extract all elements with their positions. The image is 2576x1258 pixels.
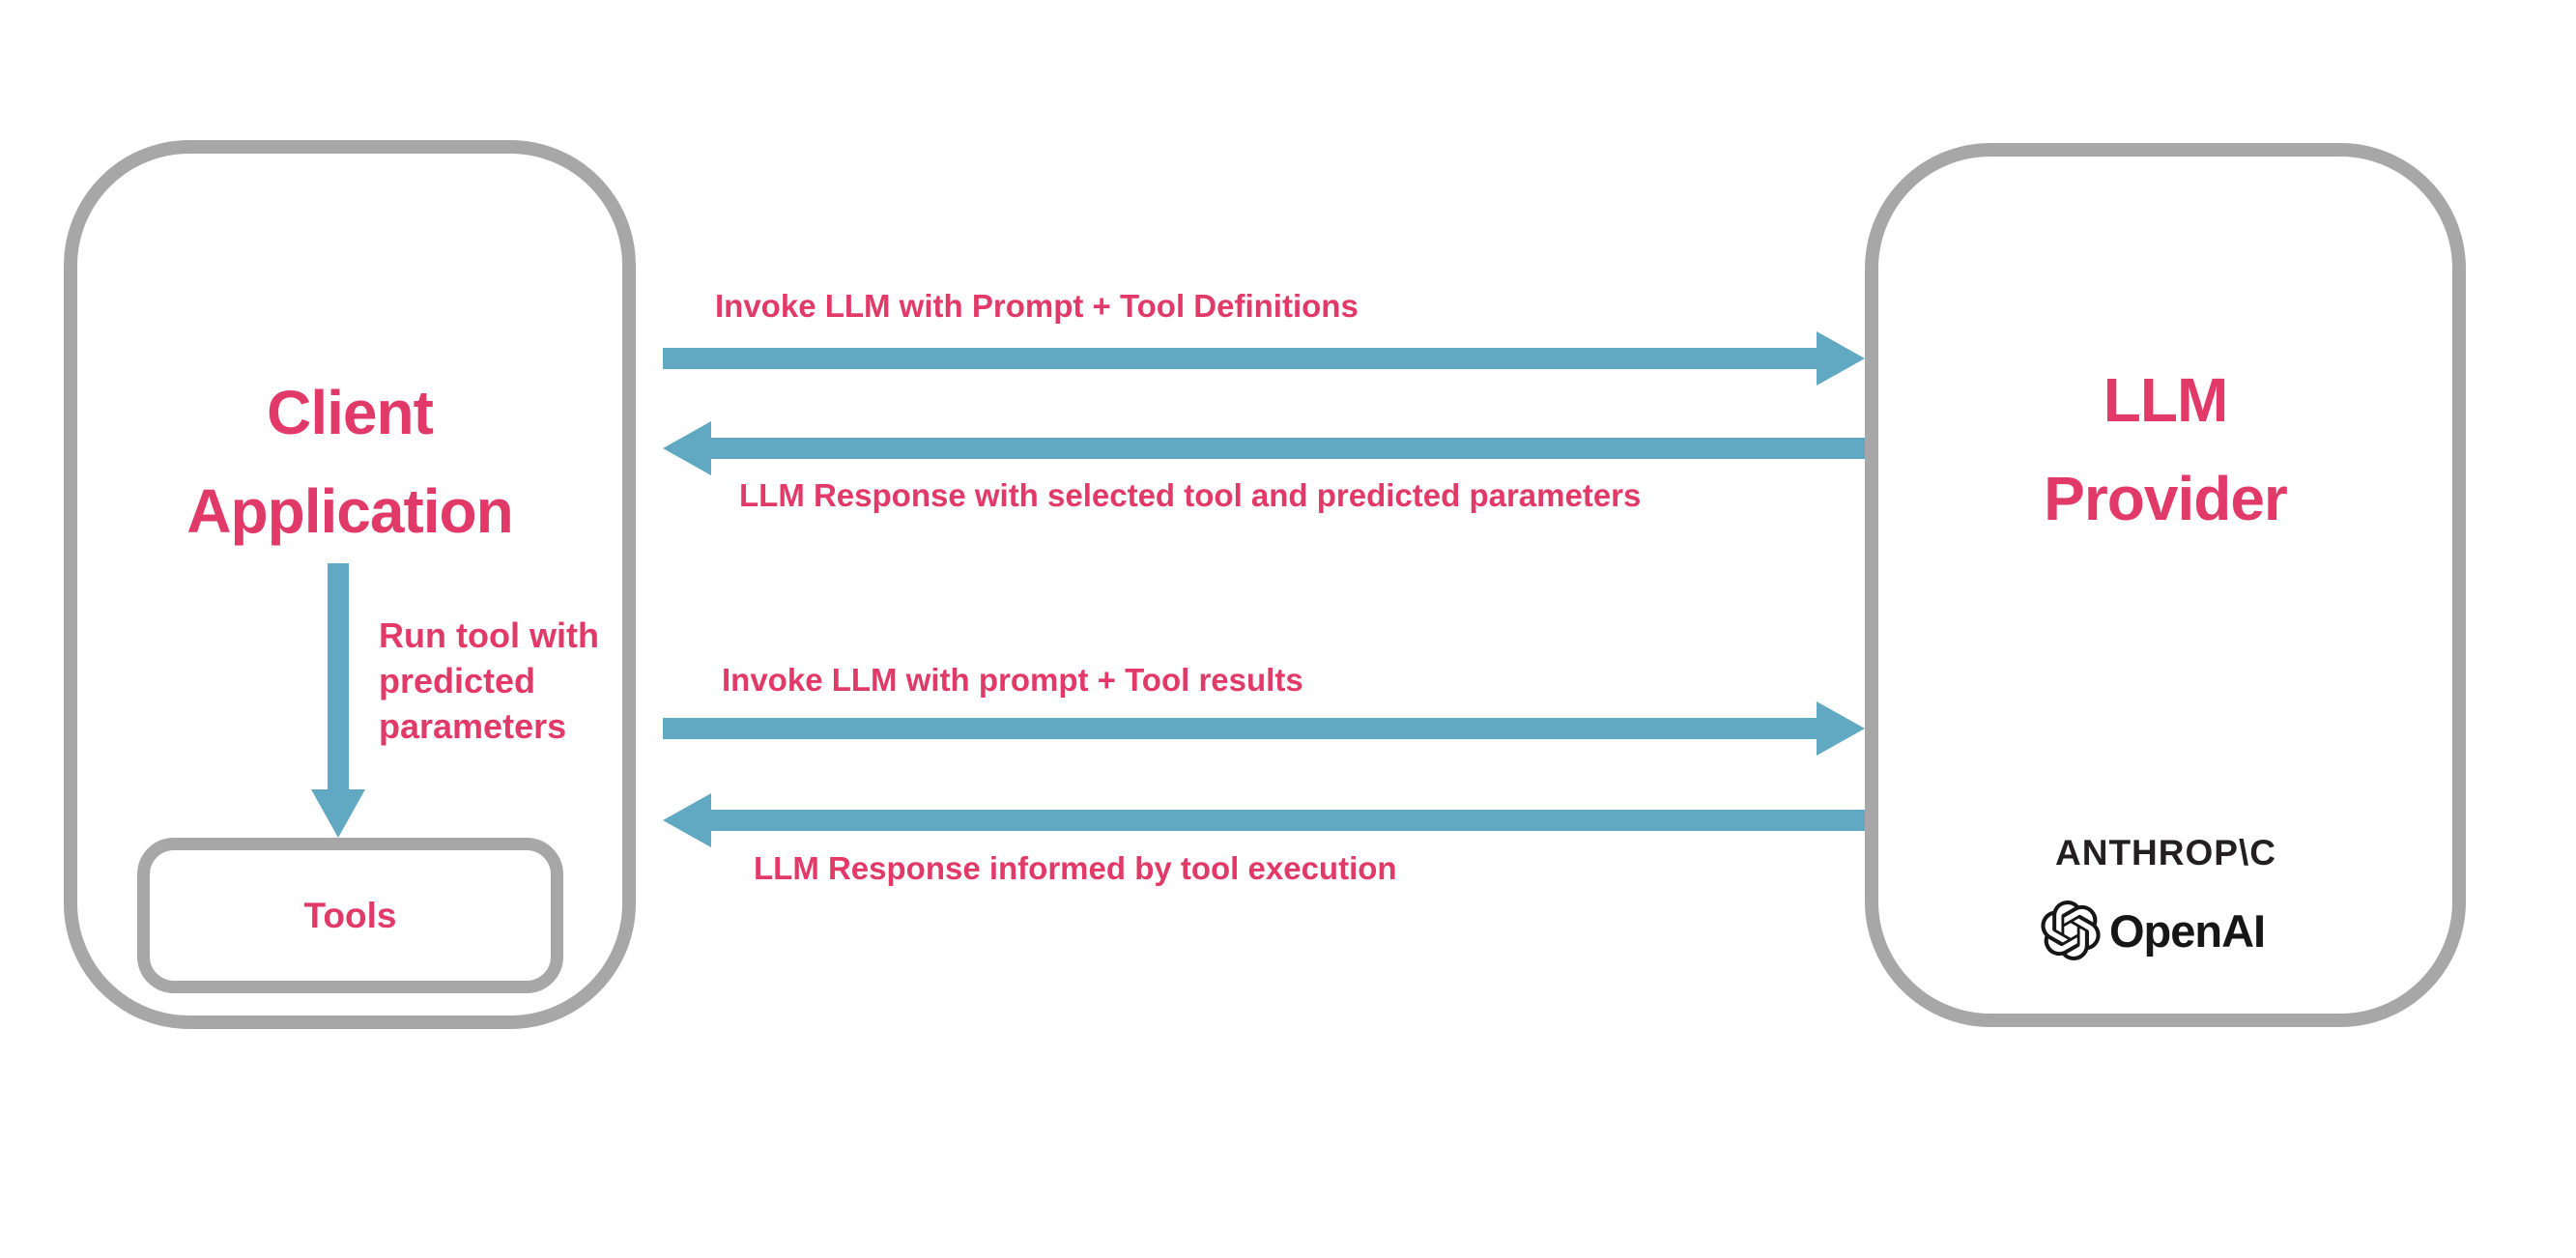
arrow-head-down-icon: [311, 789, 365, 838]
openai-logo-icon: [2041, 901, 2101, 960]
client-application-title: Client Application: [186, 378, 513, 546]
arrow-shaft: [328, 563, 349, 793]
arrow-shaft: [663, 718, 1820, 739]
flow-arrow-left-icon: [663, 793, 1865, 847]
run-tool-label: Run tool with predicted parameters: [379, 615, 599, 746]
arrow-head-right-icon: [1817, 701, 1865, 756]
arrow-shaft: [707, 438, 1865, 459]
arrow-head-left-icon: [663, 793, 711, 847]
openai-wordmark: OpenAI: [2109, 904, 2266, 957]
llm-provider-box: [1865, 143, 2466, 1027]
tools-box: Tools: [137, 838, 563, 993]
anthropic-logo: ANTHROP\C: [2055, 833, 2276, 872]
flow-label-invoke-results: Invoke LLM with prompt + Tool results: [722, 662, 1303, 698]
arrow-shaft: [663, 348, 1820, 369]
arrow-head-left-icon: [663, 421, 711, 475]
openai-logo: OpenAI: [2041, 901, 2266, 960]
flow-label-response-tool-execution: LLM Response informed by tool execution: [754, 850, 1397, 886]
tools-label: Tools: [303, 895, 397, 935]
llm-provider-title: LLM Provider: [2044, 365, 2288, 533]
arrow-head-right-icon: [1817, 331, 1865, 386]
flow-arrow-left-icon: [663, 421, 1865, 475]
arrow-shaft: [707, 810, 1865, 831]
flow-arrow-right-icon: [663, 331, 1865, 386]
flow-label-invoke-definitions: Invoke LLM with Prompt + Tool Definition…: [715, 288, 1359, 324]
run-tool-arrow-icon: [311, 563, 365, 838]
flow-label-response-selected-tool: LLM Response with selected tool and pred…: [739, 477, 1642, 513]
flow-arrow-right-icon: [663, 701, 1865, 756]
